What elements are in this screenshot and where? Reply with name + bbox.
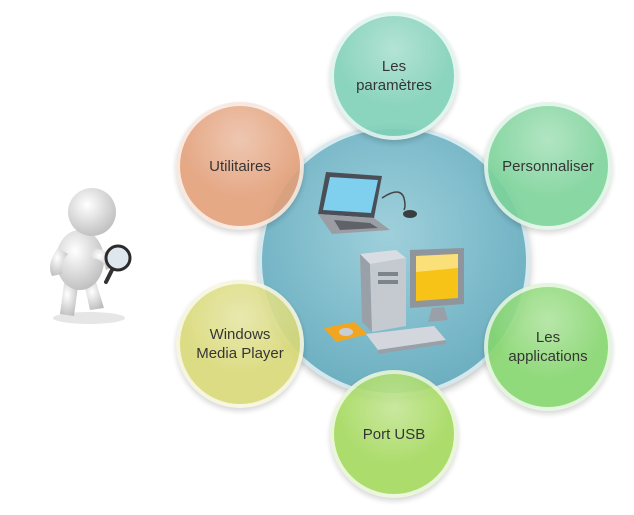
- petal-windows-media: Windows Media Player: [176, 280, 304, 408]
- petal-parametres: Les paramètres: [330, 12, 458, 140]
- petal-utilitaires: Utilitaires: [176, 102, 304, 230]
- petal-port-usb: Port USB: [330, 370, 458, 498]
- person-with-magnifier-icon: [50, 188, 132, 324]
- petal-label: Utilitaires: [209, 157, 271, 175]
- petal-label: Port USB: [362, 425, 426, 443]
- petal-label: Personnaliser: [502, 157, 594, 175]
- petal-label: Les applications: [508, 329, 588, 365]
- petal-label: Windows Media Player: [196, 326, 284, 362]
- laptop-icon: [318, 172, 417, 234]
- petal-personnaliser: Personnaliser: [484, 102, 612, 230]
- petal-label: Les paramètres: [356, 58, 432, 94]
- desktop-computer-icon: [324, 248, 464, 354]
- petal-applications: Les applications: [484, 283, 612, 411]
